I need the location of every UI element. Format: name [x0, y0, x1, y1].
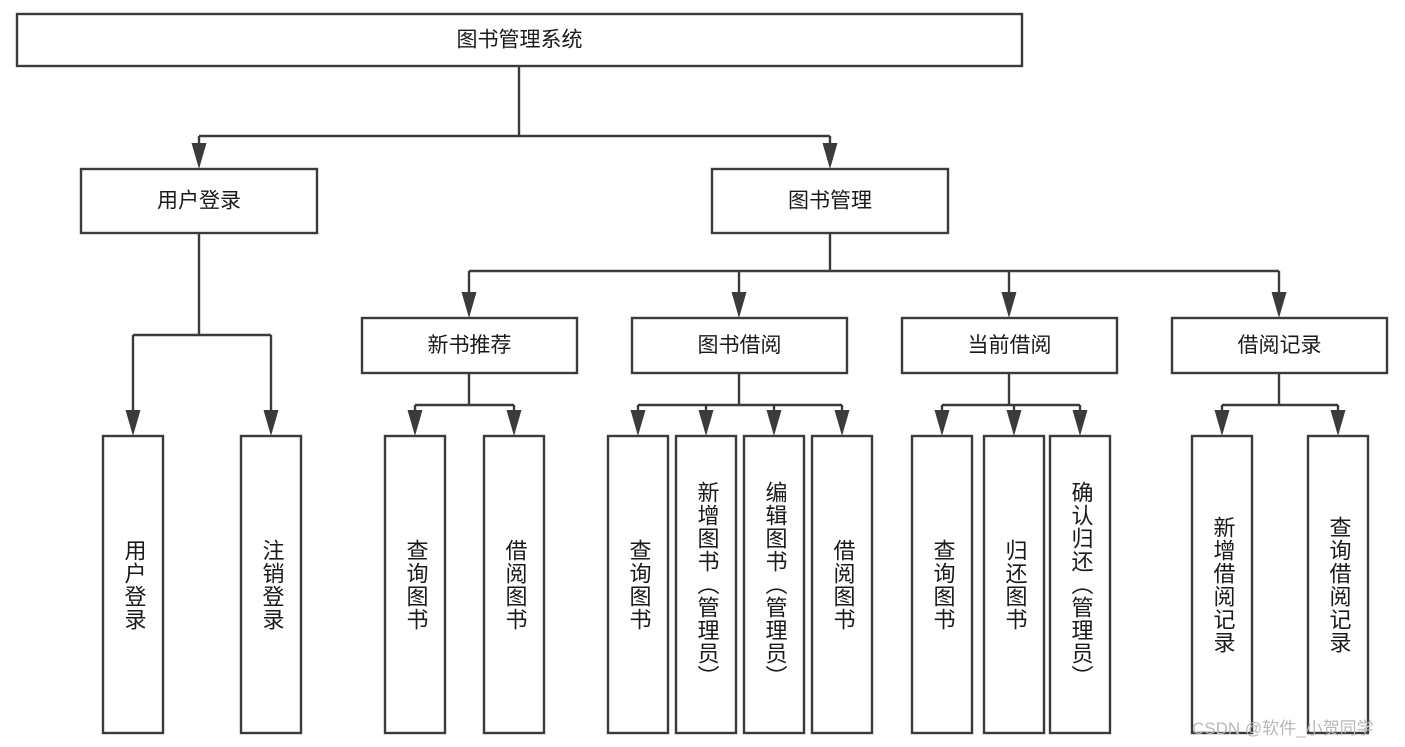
node-label-book-borrow: 图书借阅 — [698, 334, 782, 357]
node-box-leaf-add-record[interactable] — [1190, 434, 1254, 735]
arrow-head-icon — [1006, 410, 1022, 436]
connector-user-login — [125, 233, 279, 436]
boxes-layer — [15, 12, 1389, 735]
arrow-head-icon — [1214, 410, 1230, 436]
node-box-leaf-borrow-book[interactable] — [810, 434, 874, 735]
arrow-head-icon — [407, 410, 423, 436]
connector-book-borrow — [630, 373, 850, 436]
arrow-head-icon — [191, 143, 207, 169]
node-label-book-manage: 图书管理 — [788, 190, 872, 213]
node-box-current-borrow[interactable] — [900, 316, 1119, 375]
arrow-head-icon — [125, 410, 141, 436]
node-box-leaf-borrow-book-rec[interactable] — [482, 434, 546, 735]
node-box-leaf-confirm-return[interactable] — [1048, 434, 1112, 735]
node-label-new-book-rec: 新书推荐 — [428, 334, 512, 357]
arrow-head-icon — [1072, 410, 1088, 436]
arrow-head-icon — [822, 143, 838, 169]
arrow-head-icon — [263, 410, 279, 436]
connector-borrow-record — [1214, 373, 1346, 436]
node-box-borrow-record[interactable] — [1170, 316, 1389, 375]
connectors-layer — [125, 66, 1346, 436]
connector-current-borrow — [934, 373, 1088, 436]
node-box-leaf-edit-book[interactable] — [742, 434, 806, 735]
node-box-leaf-logout[interactable] — [239, 434, 303, 735]
arrow-head-icon — [630, 410, 646, 436]
csdn-watermark: CSDN @软件_小贺同学 — [1192, 719, 1374, 738]
node-box-leaf-query-book-borrow[interactable] — [606, 434, 670, 735]
node-box-new-book-rec[interactable] — [360, 316, 579, 375]
arrow-head-icon — [834, 410, 850, 436]
arrow-head-icon — [698, 410, 714, 436]
arrow-head-icon — [934, 410, 950, 436]
arrow-head-icon — [766, 410, 782, 436]
arrow-head-icon — [1001, 292, 1017, 318]
node-label-user-login: 用户登录 — [157, 190, 241, 213]
node-box-book-manage[interactable] — [710, 167, 950, 235]
arrow-head-icon — [461, 292, 477, 318]
arrow-head-icon — [1271, 292, 1287, 318]
node-box-leaf-query-record[interactable] — [1306, 434, 1370, 735]
connector-book-manage — [461, 233, 1287, 318]
node-box-leaf-return-book[interactable] — [982, 434, 1046, 735]
node-box-leaf-user-login[interactable] — [101, 434, 165, 735]
connector-root — [191, 66, 838, 169]
arrow-head-icon — [506, 410, 522, 436]
node-label-root: 图书管理系统 — [457, 29, 583, 52]
connector-new-book-rec — [407, 373, 522, 436]
arrow-head-icon — [1330, 410, 1346, 436]
node-box-book-borrow[interactable] — [630, 316, 849, 375]
node-box-user-login[interactable] — [79, 167, 319, 235]
node-label-borrow-record: 借阅记录 — [1238, 334, 1322, 357]
node-box-leaf-query-book-rec[interactable] — [383, 434, 447, 735]
node-box-root[interactable] — [15, 12, 1024, 68]
node-label-current-borrow: 当前借阅 — [968, 334, 1052, 357]
arrow-head-icon — [731, 292, 747, 318]
node-box-leaf-add-book[interactable] — [674, 434, 738, 735]
node-box-leaf-query-book-current[interactable] — [910, 434, 974, 735]
